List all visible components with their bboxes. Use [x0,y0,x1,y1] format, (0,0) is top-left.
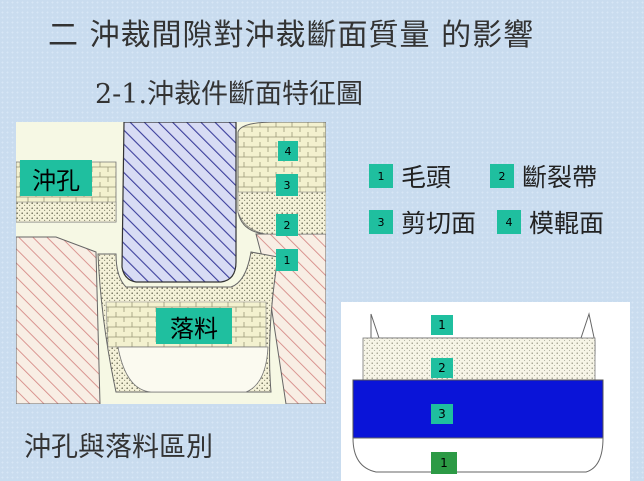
legend-text-4: 模輥面 [529,209,605,238]
legend-number-2: 2 [490,164,514,188]
legend-number-1: 1 [369,164,393,188]
left-zone-label-2: 2 [276,214,298,236]
right-zone-label-1-top: 1 [431,315,453,335]
slide-title: 二 沖裁間隙對沖裁斷面質量 的影響 [48,18,535,53]
legend-item-shear-surface: 3 剪切面 [369,204,476,240]
hole-label: 沖孔 [20,160,92,196]
legend-number-4: 4 [497,210,521,234]
legend-text-3: 剪切面 [401,209,477,238]
legend-item-rollover-surface: 4 模輥面 [497,204,604,240]
legend-item-burr: 1 毛頭 [369,158,451,194]
legend-text-2: 斷裂帶 [522,163,598,192]
section-profile-figure: 1 2 3 1 [341,302,630,481]
legend-number-3: 3 [369,210,393,234]
left-zone-label-3: 3 [276,174,298,196]
legend-text-1: 毛頭 [401,163,452,192]
punching-cross-section-figure: 沖孔 落料 4 3 2 1 [16,122,326,404]
left-zone-label-1: 1 [276,249,298,271]
left-zone-label-4: 4 [278,141,298,161]
blank-label: 落料 [156,308,232,344]
slide-subtitle: 2-1.沖裁件斷面特征圖 [95,79,364,110]
legend-item-fracture-zone: 2 斷裂帶 [490,158,597,194]
right-zone-label-1-bottom: 1 [431,452,457,474]
right-zone-label-3: 3 [431,404,453,424]
right-zone-label-2: 2 [431,358,453,378]
slide-caption: 沖孔與落料區別 [24,432,213,463]
